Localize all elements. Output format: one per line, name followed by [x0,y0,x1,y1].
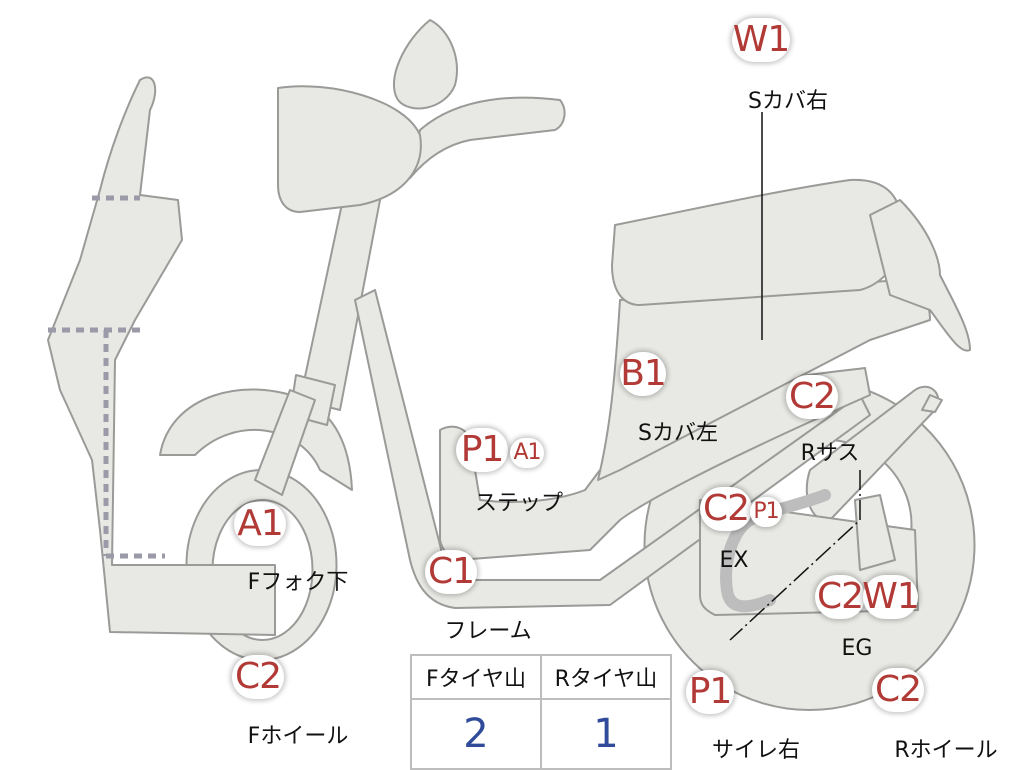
step-panel [439,367,871,561]
caption-step: ステップ [474,491,564,516]
fork-leg [254,389,316,496]
rear-shock-rod [921,394,943,413]
code-badge-exhaust-c2: C2 [700,487,752,531]
tire-tread-value-row: 2 1 [410,698,672,770]
handle-head [277,85,422,213]
code-badge-front-wheel-c2: C2 [232,655,284,699]
code-badge-fork-lower-a1: A1 [234,502,286,546]
code-badge-frame-c1: C1 [425,550,477,594]
caption-s-cover-right: Sカバ右 [748,89,828,114]
mirror [393,19,458,110]
code-badge-engine-w1: W1 [862,575,920,619]
code-badge-engine-c2: C2 [815,575,865,619]
caption-exhaust: EX [719,548,749,573]
caption-front-wheel: Fホイール [247,724,349,749]
code-badge-step-p1: P1 [456,428,508,472]
caption-frame: フレーム [444,619,532,644]
front-tire-tread-value: 2 [410,698,542,770]
leader-line [729,470,861,641]
code-badge-exhaust-p1: P1 [750,497,782,527]
tire-tread-header-row: Fタイヤ山 Rタイヤ山 [410,654,672,700]
caption-rear-suspension: Rサス [800,441,860,466]
code-badge-s-cover-left-b1: B1 [620,352,667,396]
rear-tire-tread-value: 1 [540,698,672,770]
code-badge-muffler-right-p1: P1 [686,670,734,714]
code-badge-rear-wheel-c2: C2 [872,668,924,712]
caption-engine: EG [841,636,873,661]
exhaust-pipe [720,489,831,613]
code-badge-step-a1: A1 [510,438,544,468]
tire-tread-table: Fタイヤ山 Rタイヤ山 2 1 [410,654,672,770]
caption-muffler-right: サイレ右 [711,738,801,763]
front-tire-tread-header: Fタイヤ山 [410,654,542,700]
code-badge-s-cover-right-w1: W1 [732,18,790,62]
legshield-seam [48,327,165,559]
caption-s-cover-left: Sカバ左 [638,421,718,446]
tail-cowl [869,199,971,352]
handlebar [409,96,566,179]
legshield [47,76,276,636]
code-badge-rear-suspension-c2: C2 [786,375,838,419]
caption-front-fork-lower: Fフォク下 [247,570,349,595]
seat [611,178,904,306]
caption-rear-wheel: Rホイール [894,738,998,763]
rear-tire-tread-header: Rタイヤ山 [540,654,672,700]
engine-case [854,494,896,571]
